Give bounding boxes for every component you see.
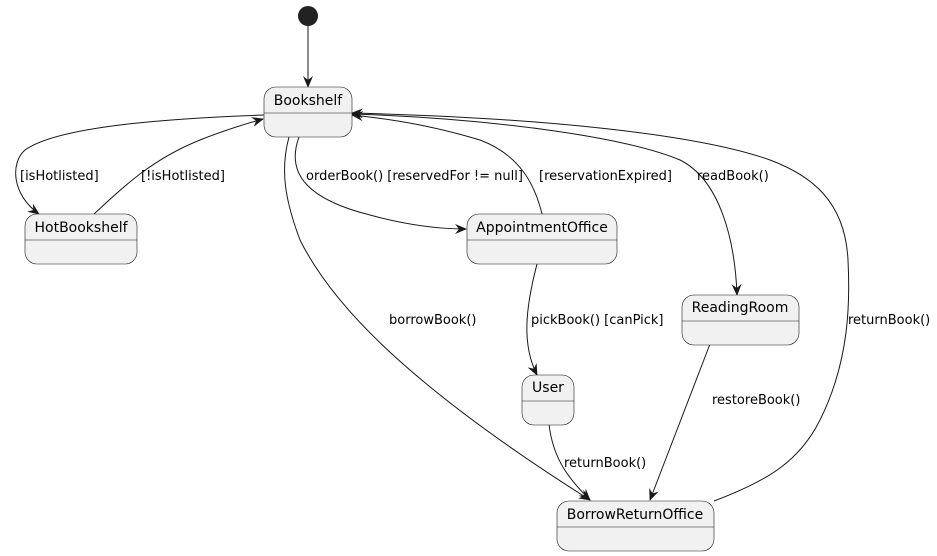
state-borrow-return-office-name: BorrowReturnOffice [567,507,703,523]
label-is-hotlisted: [isHotlisted] [20,169,99,184]
label-reservation-expired: [reservationExpired] [539,169,672,184]
state-appointment-office-name: AppointmentOffice [476,220,608,236]
edge-bookshelf-to-borrowreturnoffice [284,136,591,501]
label-borrow-book: borrowBook() [389,313,476,328]
edge-appointmentoffice-to-bookshelf [351,111,543,215]
label-read-book: readBook() [697,169,769,184]
state-hot-bookshelf: HotBookshelf [24,213,138,265]
state-bookshelf: Bookshelf [263,86,353,138]
label-return-book-user: returnBook() [564,456,646,471]
state-reading-room-name: ReadingRoom [692,300,789,316]
state-borrow-return-office: BorrowReturnOffice [556,500,715,552]
initial-state-node [298,6,318,26]
edge-user-to-borrowreturnoffice [548,423,591,501]
edge-borrowreturnoffice-to-bookshelf [351,108,850,502]
label-return-book-office: returnBook() [848,313,930,328]
state-appointment-office: AppointmentOffice [466,213,618,265]
label-not-hotlisted: [!isHotlisted] [141,169,225,184]
label-order-book: orderBook() [reservedFor != null] [306,169,523,184]
edge-bookshelf-to-readingroom [351,113,742,296]
edge-appointmentoffice-to-user [526,263,538,376]
state-reading-room: ReadingRoom [681,294,800,346]
label-restore-book: restoreBook() [712,393,800,408]
edge-hotbookshelf-to-bookshelf [93,117,264,215]
edge-readingroom-to-borrowreturnoffice [649,343,711,501]
state-bookshelf-name: Bookshelf [274,93,344,109]
edge-bookshelf-to-hotbookshelf [15,114,265,215]
edge-bookshelf-to-appointmentoffice [294,136,467,234]
state-user-name: User [532,380,564,396]
state-user: User [521,374,575,426]
label-pick-book: pickBook() [canPick] [531,313,664,328]
state-hot-bookshelf-name: HotBookshelf [34,220,128,236]
